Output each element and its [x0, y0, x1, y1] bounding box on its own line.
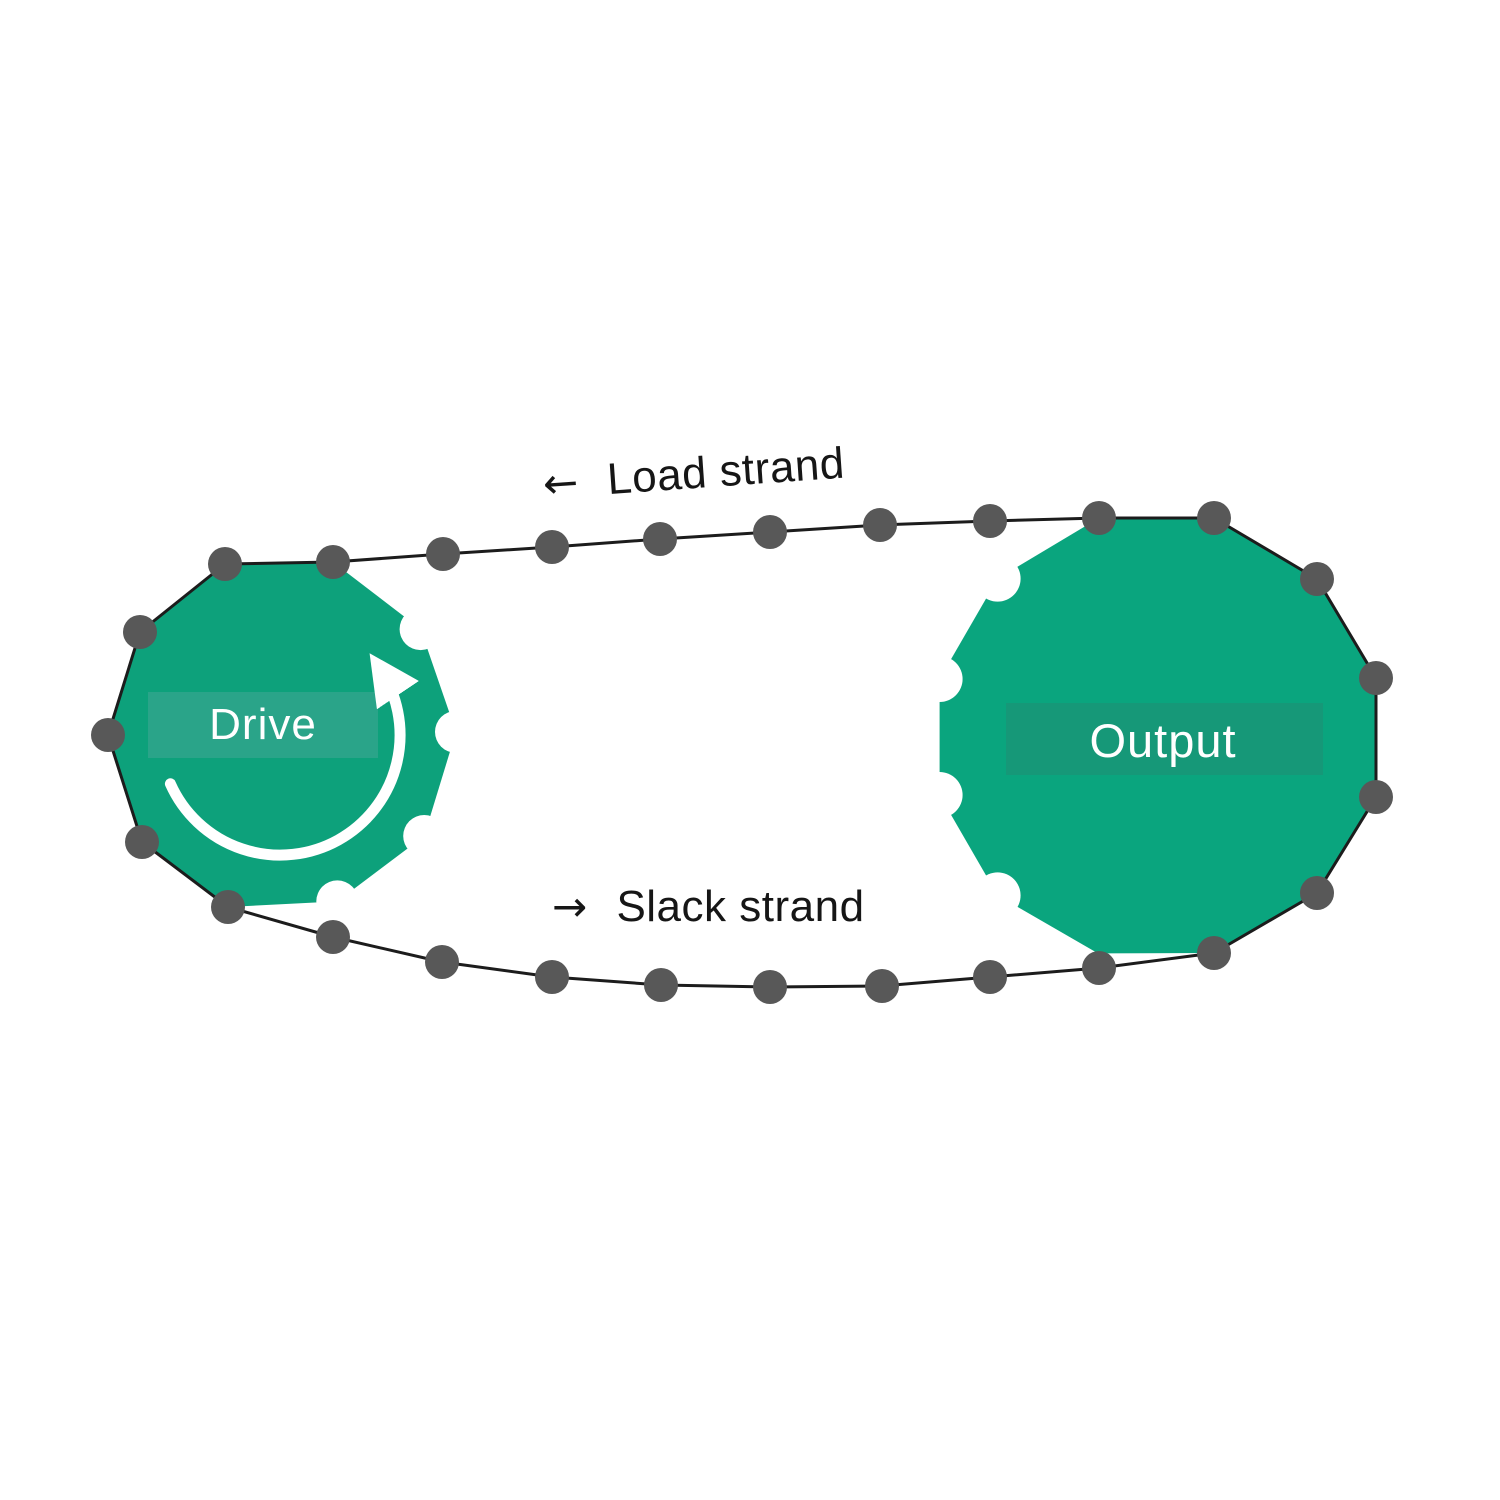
- chain-roller-dot: [425, 945, 459, 979]
- drive-tooth-notch: [399, 608, 442, 651]
- chain-line: [106, 516, 1378, 989]
- chain-roller-dot: [1359, 661, 1393, 695]
- output-label-band: [1006, 703, 1323, 775]
- chain-roller-dot: [863, 508, 897, 542]
- drive-tooth-notch: [403, 815, 446, 857]
- chain-roller-dot: [1082, 951, 1116, 985]
- load-strand-label: Load strand: [606, 439, 847, 504]
- chain-roller-dot: [1197, 501, 1231, 535]
- slack-direction-arrow-icon: →: [552, 882, 588, 931]
- chain-roller-dot: [865, 969, 899, 1003]
- chain-roller-dot: [316, 920, 350, 954]
- chain-roller-dot: [973, 960, 1007, 994]
- chain-roller-dot: [123, 615, 157, 649]
- rotation-arrow-icon: [164, 653, 419, 861]
- chain-roller-dot: [1082, 501, 1116, 535]
- chain-roller-dot: [211, 890, 245, 924]
- chain-roller-dot: [208, 547, 242, 581]
- chain-roller-dot: [644, 968, 678, 1002]
- output-label: Output: [1089, 714, 1236, 767]
- chain-roller-dot: [973, 504, 1007, 538]
- chain-roller-dot: [316, 545, 350, 579]
- chain-roller-dot: [1197, 936, 1231, 970]
- chain-roller-dot: [1359, 780, 1393, 814]
- chain-roller-dot: [535, 530, 569, 564]
- output-tooth-notch: [916, 656, 963, 702]
- slack-strand-label: Slack strand: [616, 882, 864, 931]
- chain-roller-dot: [753, 970, 787, 1004]
- chain-roller-dot: [426, 537, 460, 571]
- drive-label: Drive: [209, 700, 317, 749]
- drive-label-band: [148, 692, 378, 758]
- chain: [91, 501, 1393, 1004]
- chain-roller-dot: [125, 825, 159, 859]
- output-sprocket: Output: [916, 518, 1376, 954]
- load-direction-arrow-icon: ←: [541, 457, 580, 508]
- output-tooth-notch: [974, 555, 1021, 602]
- chain-dots: [91, 501, 1393, 1004]
- drive-sprocket: Drive: [108, 562, 477, 923]
- svg-text:← Load strand: ← Load strand: [541, 439, 846, 509]
- chain-roller-dot: [643, 522, 677, 556]
- chain-roller-dot: [535, 960, 569, 994]
- drive-tooth-notch: [316, 880, 359, 923]
- slack-strand-label-group: → Slack strand: [552, 882, 865, 931]
- svg-text:→ Slack strand: → Slack strand: [552, 882, 865, 931]
- chain-roller-dot: [1300, 876, 1334, 910]
- load-strand-label-group: ← Load strand: [541, 439, 846, 509]
- output-tooth-notch: [974, 872, 1021, 919]
- output-tooth-notch: [916, 772, 963, 818]
- chain-roller-dot: [1300, 562, 1334, 596]
- chain-roller-dot: [753, 515, 787, 549]
- chain-roller-dot: [91, 718, 125, 752]
- drive-tooth-notch: [435, 710, 477, 753]
